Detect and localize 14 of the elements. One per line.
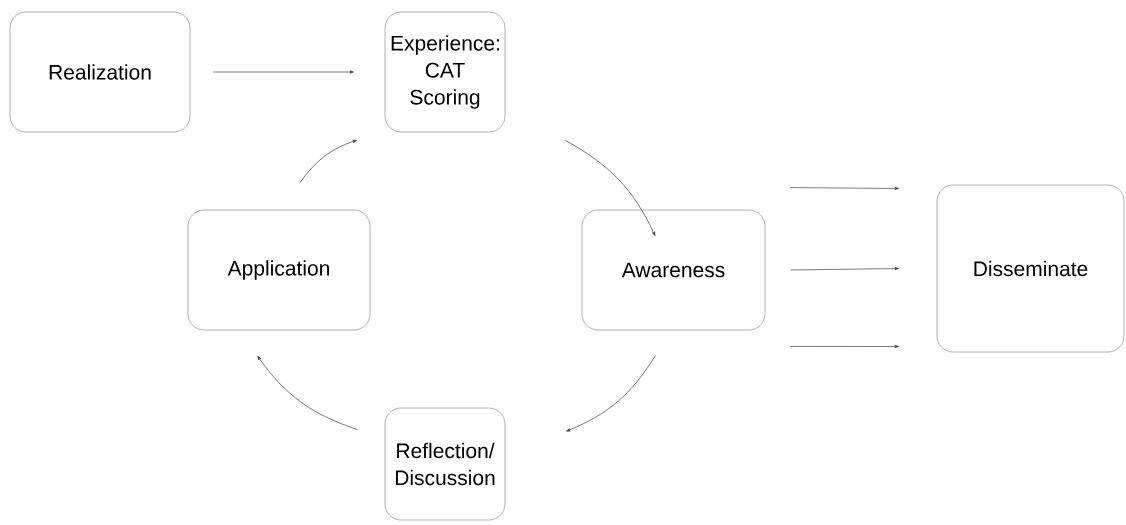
arrow (257, 355, 358, 430)
process-box: Disseminate (936, 184, 1125, 353)
process-box: Awareness (581, 209, 766, 331)
arrow (566, 355, 656, 432)
process-box: Realization (9, 11, 191, 133)
process-box: Experience: CAT Scoring (384, 11, 506, 133)
arrow (299, 140, 357, 183)
arrow (790, 186, 899, 191)
process-box: Reflection/ Discussion (384, 407, 506, 521)
arrow (790, 266, 899, 271)
arrow (565, 140, 656, 236)
arrow (790, 344, 899, 349)
arrow (213, 70, 354, 74)
process-box: Application (187, 209, 371, 331)
